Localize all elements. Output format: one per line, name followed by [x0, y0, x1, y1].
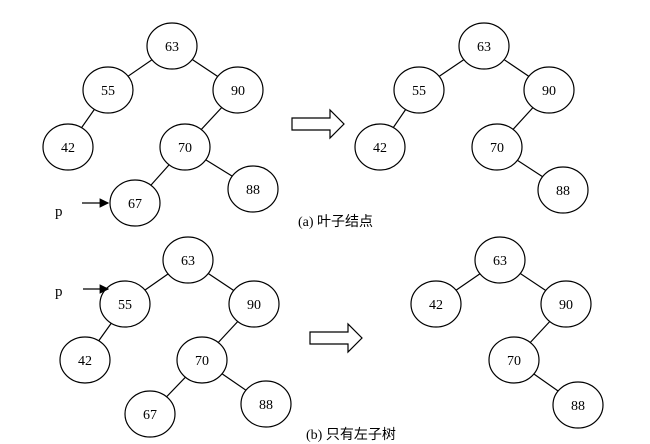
- svg-text:90: 90: [559, 298, 573, 313]
- tree-node: 90: [540, 280, 592, 328]
- tree-node: 70: [159, 123, 211, 171]
- svg-text:63: 63: [493, 254, 507, 269]
- tree-node: 90: [523, 66, 575, 114]
- svg-text:90: 90: [247, 298, 261, 313]
- tree-node: 42: [42, 123, 94, 171]
- pointer-label-p: p: [55, 284, 63, 300]
- tree-node-target: 55: [99, 280, 151, 328]
- svg-text:63: 63: [181, 254, 195, 269]
- svg-text:67: 67: [143, 408, 157, 423]
- svg-text:42: 42: [61, 141, 75, 156]
- svg-text:88: 88: [259, 398, 273, 413]
- tree-node: 55: [82, 66, 134, 114]
- panel-b-after-tree: 63 42 90 70 88: [410, 236, 604, 429]
- caption-b: (b) 只有左子树: [306, 427, 396, 443]
- svg-text:90: 90: [542, 84, 556, 99]
- tree-node: 42: [410, 280, 462, 328]
- svg-text:70: 70: [195, 354, 209, 369]
- tree-node: 70: [471, 123, 523, 171]
- tree-node: 63: [474, 236, 526, 284]
- svg-text:55: 55: [101, 84, 115, 99]
- svg-text:70: 70: [490, 141, 504, 156]
- svg-text:90: 90: [231, 84, 245, 99]
- tree-node: 88: [537, 166, 589, 214]
- svg-text:42: 42: [78, 354, 92, 369]
- svg-text:88: 88: [246, 183, 260, 198]
- tree-node: 88: [227, 165, 279, 213]
- tree-node: 88: [552, 381, 604, 429]
- tree-node: 70: [176, 336, 228, 384]
- svg-text:70: 70: [507, 354, 521, 369]
- tree-node: 55: [393, 66, 445, 114]
- svg-text:88: 88: [556, 184, 570, 199]
- svg-text:67: 67: [128, 197, 142, 212]
- svg-text:88: 88: [571, 399, 585, 414]
- tree-node: 88: [240, 380, 292, 428]
- pointer-label-p: p: [55, 204, 63, 220]
- tree-node: 63: [146, 22, 198, 70]
- tree-node: 90: [228, 280, 280, 328]
- tree-node: 90: [212, 66, 264, 114]
- svg-text:55: 55: [412, 84, 426, 99]
- panel-a-before-tree: 63 55 90 42 70 88 67 p: [42, 22, 279, 227]
- tree-node: 42: [59, 336, 111, 384]
- svg-text:42: 42: [429, 298, 443, 313]
- transform-arrow-icon: [309, 322, 363, 354]
- svg-text:55: 55: [118, 298, 132, 313]
- panel-b-before-tree: 63 55 90 42 70 67 88 p: [55, 236, 292, 438]
- tree-node-target: 67: [109, 179, 161, 227]
- svg-text:63: 63: [477, 40, 491, 55]
- tree-node: 42: [354, 123, 406, 171]
- panel-a-after-tree: 63 55 90 42 70 88: [354, 22, 589, 214]
- transform-arrow-icon: [291, 108, 345, 140]
- svg-text:63: 63: [165, 40, 179, 55]
- tree-node: 70: [488, 336, 540, 384]
- tree-node: 67: [124, 390, 176, 438]
- tree-node: 63: [162, 236, 214, 284]
- svg-text:42: 42: [373, 141, 387, 156]
- svg-text:70: 70: [178, 141, 192, 156]
- caption-a: (a) 叶子结点: [298, 214, 373, 230]
- tree-node: 63: [458, 22, 510, 70]
